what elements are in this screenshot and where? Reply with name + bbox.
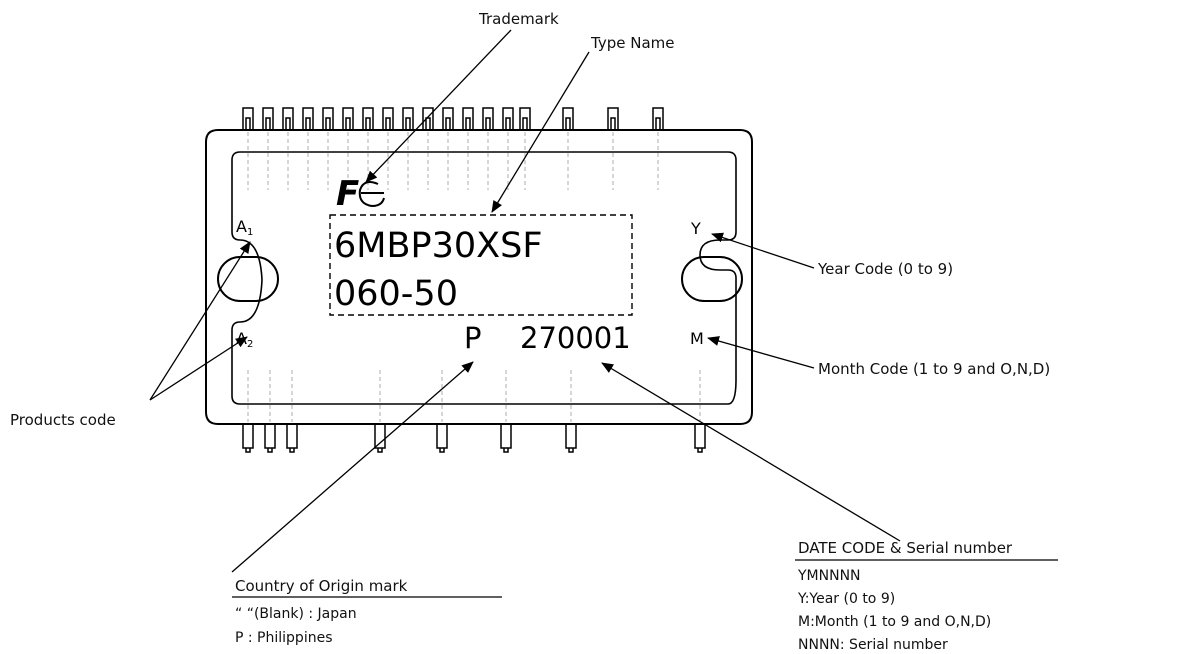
top-pin — [482, 107, 494, 130]
top-pin — [262, 107, 274, 130]
top-pin — [652, 107, 664, 130]
bottom-pin — [694, 424, 706, 453]
bottom-pin — [565, 424, 577, 453]
top-pin — [502, 107, 514, 130]
arrow-year-code — [711, 232, 815, 269]
date-legend-line-1: YMNNNN — [797, 568, 861, 584]
origin-letter: P — [464, 321, 482, 355]
country-legend-line-2: P : Philippines — [235, 630, 333, 646]
top-pin — [422, 107, 434, 130]
type-name-box — [329, 214, 633, 316]
top-pin — [302, 107, 314, 130]
top-pin — [282, 107, 294, 130]
country-legend-line-1: “ “(Blank) : Japan — [235, 606, 357, 622]
top-pin — [462, 107, 474, 130]
year-letter: Y — [690, 219, 701, 238]
bottom-pin — [242, 424, 254, 453]
bottom-pin — [286, 424, 298, 453]
label-type-name: Type Name — [590, 34, 674, 52]
label-products-code: Products code — [10, 411, 116, 429]
left-mounting-hole — [217, 256, 279, 302]
bottom-pin — [500, 424, 512, 453]
top-pin — [607, 107, 619, 130]
date-legend-line-3: M:Month (1 to 9 and O,N,D) — [798, 614, 991, 630]
top-pin — [362, 107, 374, 130]
label-month-code: Month Code (1 to 9 and O,N,D) — [818, 360, 1050, 378]
top-pin — [402, 107, 414, 130]
top-pin — [562, 107, 574, 130]
arrow-type-name — [491, 51, 590, 213]
svg-text:F: F — [336, 174, 359, 214]
arrow-products-a1 — [149, 241, 251, 401]
date-serial: 270001 — [520, 321, 631, 355]
date-legend-line-2: Y:Year (0 to 9) — [797, 591, 895, 607]
date-legend-line-4: NNNN: Serial number — [798, 637, 948, 653]
country-legend-title: Country of Origin mark — [235, 577, 408, 595]
top-pin — [242, 107, 254, 130]
arrow-trademark — [365, 29, 512, 183]
bottom-pin — [436, 424, 448, 453]
top-pin — [342, 107, 354, 130]
arrow-origin — [231, 361, 474, 573]
pin-guide-lines — [247, 132, 701, 422]
fuji-logo-icon: F — [336, 174, 385, 214]
type-name-line2: 060-50 — [334, 274, 458, 314]
date-legend-title: DATE CODE & Serial number — [798, 539, 1013, 557]
right-mounting-hole — [681, 256, 743, 302]
arrow-month-code — [707, 336, 815, 369]
top-pin — [382, 107, 394, 130]
top-pin — [322, 107, 334, 130]
product-code-a1: A1 — [236, 217, 253, 238]
bottom-pin — [374, 424, 386, 453]
top-pin — [442, 107, 454, 130]
label-trademark: Trademark — [478, 10, 559, 28]
label-year-code: Year Code (0 to 9) — [817, 260, 953, 278]
arrow-date-code — [601, 362, 901, 542]
bottom-pin — [264, 424, 276, 453]
top-pins — [242, 107, 664, 130]
top-pin — [519, 107, 531, 130]
bottom-pins — [242, 424, 706, 453]
type-name-line1: 6MBP30XSF — [334, 226, 542, 266]
package-outline — [205, 129, 753, 425]
product-code-a2: A2 — [236, 329, 253, 350]
arrow-products-a2 — [149, 336, 248, 401]
month-letter: M — [690, 329, 704, 348]
